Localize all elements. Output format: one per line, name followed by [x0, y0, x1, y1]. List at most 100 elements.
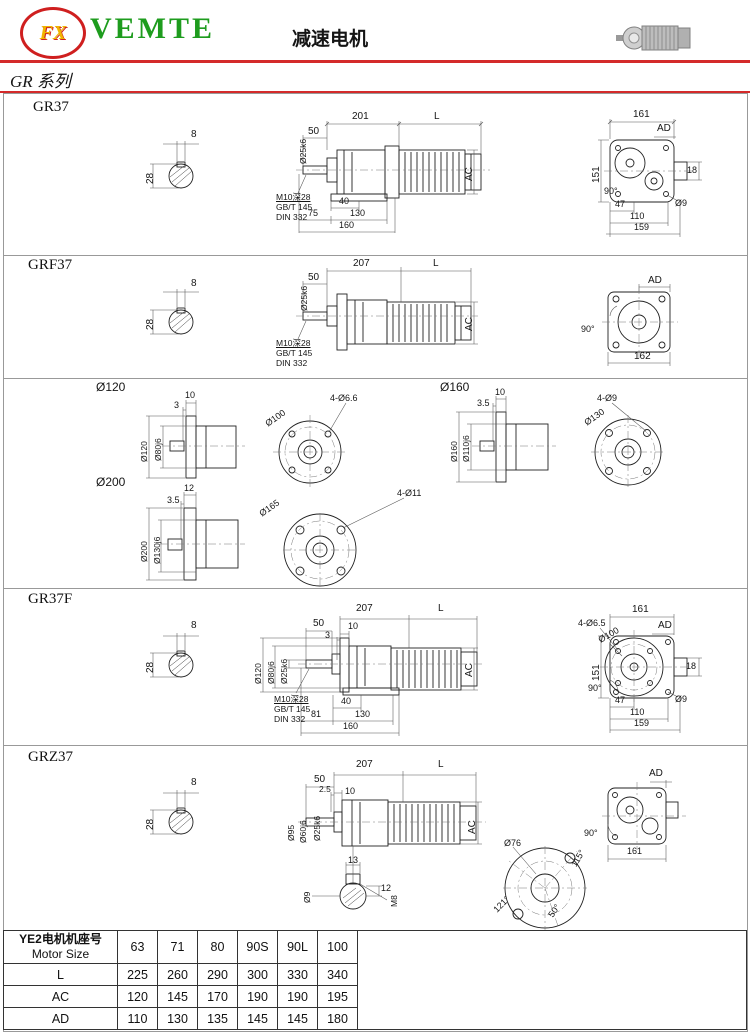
dim-label: 8: [191, 129, 197, 140]
dim-label: 50: [308, 272, 320, 283]
dim-label: 10: [495, 387, 506, 397]
dim-label: 162: [634, 351, 651, 362]
dim-label: M8: [389, 895, 399, 907]
dim-label: 12: [381, 883, 392, 893]
table-empty-cell: [357, 930, 747, 1030]
dim-label: DIN 332: [276, 212, 308, 222]
table-header-motor-size: YE2电机机座号 Motor Size: [3, 930, 118, 964]
dim-label: 159: [634, 222, 650, 232]
table-cell: 145: [237, 1007, 278, 1030]
dim-label: Ø120: [253, 663, 263, 684]
dim-label: Ø200: [139, 541, 149, 562]
dim-label: AD: [648, 275, 662, 286]
dim-label: 151: [591, 664, 602, 681]
dim-label: Ø9: [675, 198, 688, 208]
col-header-90s: 90S: [237, 930, 278, 964]
dim-label: 130: [355, 709, 371, 719]
dim-label: 28: [145, 318, 156, 330]
dim-label: 12: [184, 483, 195, 493]
dim-label: 121°: [491, 894, 512, 915]
section-title-grz37: GRZ37: [28, 749, 73, 765]
dim-label: Ø100: [596, 625, 621, 645]
dim-label: Ø9: [302, 891, 312, 903]
section-title-gr37f: GR37F: [28, 591, 73, 607]
dim-label: 28: [145, 818, 156, 830]
section-title-gr37: GR37: [33, 99, 69, 115]
dim-label: 8: [191, 777, 197, 788]
dim-label: 159: [634, 718, 650, 728]
dim-label: Ø200: [96, 475, 126, 489]
dim-label: Ø160: [449, 441, 459, 462]
dim-label: 161: [627, 846, 643, 856]
table-cell: 340: [317, 963, 358, 986]
table-cell: 260: [157, 963, 198, 986]
dim-label: 50: [308, 126, 320, 137]
dim-label: 90°: [604, 186, 618, 196]
dim-label: Ø110j6: [461, 435, 471, 462]
dim-label: 207: [356, 603, 373, 614]
dim-label: 3.5: [167, 495, 180, 505]
table-cell: 170: [197, 985, 238, 1008]
logo-emblem: FX: [39, 21, 67, 44]
dim-label: AD: [658, 620, 672, 631]
table-cell: 300: [237, 963, 278, 986]
dim-label: Ø130j6: [152, 536, 162, 564]
table-header-cn: YE2电机机座号: [19, 932, 102, 946]
dim-label: 8: [191, 620, 197, 631]
dim-label: 3.5: [477, 398, 490, 408]
dim-label: 110: [630, 707, 645, 717]
dim-label: 10: [345, 786, 356, 796]
col-header-71: 71: [157, 930, 198, 964]
dim-label: Ø80j6: [266, 661, 276, 684]
dim-label: L: [434, 111, 440, 122]
table-cell: 290: [197, 963, 238, 986]
dim-label: 75: [308, 208, 319, 218]
dim-label: 115°: [569, 847, 587, 869]
dim-label: 13: [348, 855, 359, 865]
row-label-AC: AC: [3, 985, 118, 1008]
dim-label: 50: [313, 618, 325, 629]
table-cell: 180: [317, 1007, 358, 1030]
dim-label: 161: [632, 604, 649, 615]
brand-name: VEMTE: [90, 12, 216, 45]
table-cell: 130: [157, 1007, 198, 1030]
dim-label: 40: [339, 196, 350, 206]
dim-label: Ø130: [582, 406, 607, 428]
dim-label: AC: [464, 317, 475, 331]
dim-label: 90°: [581, 324, 595, 334]
dim-label: M10深28: [274, 694, 309, 704]
dim-label: Ø9: [675, 694, 688, 704]
dim-label: GB/T 145: [276, 348, 313, 358]
dim-label: 3: [174, 400, 180, 410]
dim-label: 3: [325, 630, 331, 640]
table-cell: 190: [277, 985, 318, 1008]
dim-label: 4-Ø6.6: [330, 393, 358, 403]
dim-label: 28: [145, 661, 156, 673]
table-cell: 110: [117, 1007, 158, 1030]
section-divider: [3, 745, 747, 746]
dim-label: Ø60j6: [298, 820, 308, 843]
dim-label: M10深28: [276, 338, 311, 348]
dim-label: 10: [185, 390, 196, 400]
dim-label: 50: [314, 774, 326, 785]
col-header-80: 80: [197, 930, 238, 964]
table-cell: 330: [277, 963, 318, 986]
dim-label: 47: [615, 199, 626, 209]
dim-label: Ø25k6: [299, 285, 309, 311]
table-header-en: Motor Size: [31, 947, 90, 961]
table-cell: 225: [117, 963, 158, 986]
dim-label: Ø95: [286, 824, 296, 841]
dim-label: 47: [615, 695, 626, 705]
dim-label: Ø120: [139, 441, 149, 462]
dim-label: 4-Ø9: [597, 393, 618, 403]
dim-label: 18: [687, 165, 698, 175]
dim-label: 50°: [546, 902, 563, 920]
dim-label: 160: [343, 721, 359, 731]
dim-label: GB/T 145: [274, 704, 311, 714]
dim-label: Ø160: [440, 380, 470, 394]
dim-label: 28: [145, 172, 156, 184]
dim-label: Ø100: [263, 407, 288, 429]
